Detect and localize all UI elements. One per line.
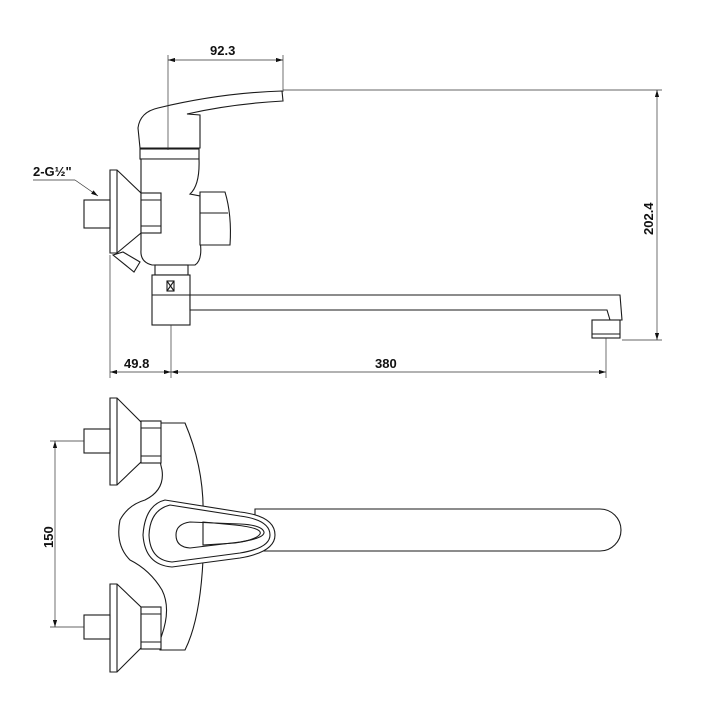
drain-plug (111, 251, 141, 273)
lever-handle (137, 90, 284, 149)
hex-nut (140, 192, 162, 234)
lower-nut (140, 606, 162, 650)
dim-lever-reach: 92.3 (210, 43, 235, 58)
spout-collar (154, 264, 189, 276)
side-view: 92.3 202.4 2-G½" 49.8 380 (33, 43, 662, 378)
inlet-pipe (83, 199, 111, 229)
lower-flange (109, 583, 142, 673)
wall-flange (109, 169, 142, 254)
dim-inlet-spacing: 150 (41, 526, 56, 548)
upper-inlet-pipe (83, 428, 111, 454)
mixer-body (140, 158, 202, 266)
dim-total-height: 202.4 (641, 202, 656, 235)
cartridge-ring (139, 148, 200, 160)
spout (189, 294, 623, 321)
aerator (591, 319, 621, 339)
diverter-knob (199, 191, 231, 246)
upper-flange (109, 397, 142, 486)
label-connection: 2-G½" (33, 164, 72, 179)
upper-nut (140, 420, 162, 464)
dim-spout-length: 380 (375, 356, 397, 371)
top-view: 150 (41, 397, 622, 673)
lower-inlet-pipe (83, 614, 111, 640)
spout-top (254, 508, 622, 552)
dim-wall-offset: 49.8 (124, 356, 149, 371)
